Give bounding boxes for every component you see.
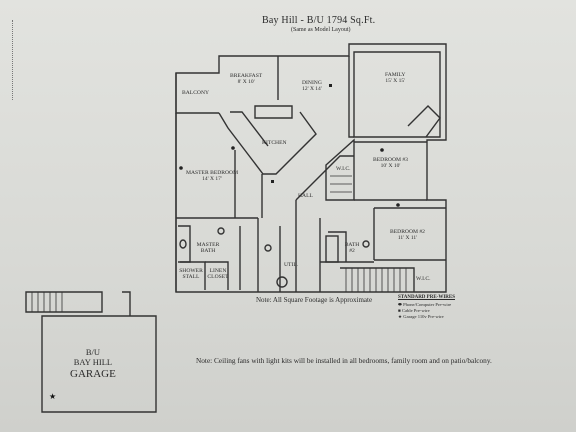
room-balcony: BALCONY — [182, 90, 210, 96]
star-icon: ★ — [398, 314, 403, 320]
room-dining-name: DINING — [302, 80, 322, 86]
room-util: UTIL. — [284, 262, 299, 268]
room-bedroom-2-dim: 11' X 11' — [397, 235, 418, 242]
room-linen-closet: LINEN CLOSET — [207, 268, 229, 281]
room-family: FAMILY 15' X 15' — [385, 72, 405, 85]
garage-line-1: B/U — [85, 347, 100, 357]
room-wic-right: W.I.C. — [416, 276, 431, 282]
room-bedroom-3: BEDROOM #3 10' X 10' — [373, 157, 408, 170]
legend-item-label: Garage 110v Pre-wire — [403, 314, 444, 320]
square-icon: ■ — [398, 307, 401, 313]
room-master-bath: MASTER BATH — [196, 242, 220, 255]
ceiling-fans-note: Note: Ceiling fans with light kits will … — [196, 356, 492, 365]
garage-line-2: BAY HILL — [73, 356, 113, 367]
legend-item: ★ Garage 110v Pre-wire — [398, 314, 455, 320]
room-dining-dim: 12' X 14' — [302, 86, 322, 93]
plan-subtitle: (Same as Model Layout) — [291, 27, 351, 33]
room-bedroom-2-name: BEDROOM #2 — [390, 229, 425, 235]
outer-walls — [175, 43, 447, 293]
legend-item-label: Cable Pre-wire — [401, 307, 430, 313]
svg-text:★: ★ — [49, 392, 56, 401]
garage-line-3: GARAGE — [70, 367, 116, 380]
garage-drawing — [25, 291, 157, 413]
room-breakfast-dim: 8' X 10' — [237, 79, 255, 86]
garage-label: B/U BAY HILL GARAGE — [70, 347, 116, 380]
room-dining: DINING 12' X 14' — [302, 80, 322, 93]
legend-item: ■ Cable Pre-wire — [398, 308, 455, 314]
square-footage-note: Note: All Square Footage is Approximate — [256, 296, 373, 304]
room-master-bedroom: MASTER BEDROOM 14' X 17' — [186, 170, 238, 183]
room-wic-top: W.I.C. — [336, 166, 351, 172]
stair-treads — [330, 175, 407, 292]
room-family-name: FAMILY — [385, 72, 406, 78]
scan-edge-mark — [12, 20, 17, 100]
room-bedroom-3-dim: 10' X 10' — [380, 163, 401, 170]
room-bath-2: BATH #2 — [344, 242, 360, 255]
room-master-bedroom-name: MASTER BEDROOM — [186, 170, 239, 176]
prewire-legend: STANDARD PRE-WIRES ⬬ Phone/Computer Pre-… — [398, 295, 455, 320]
room-shower-stall: SHOWER STALL — [179, 268, 203, 281]
room-family-dim: 15' X 15' — [385, 78, 406, 85]
legend-heading: STANDARD PRE-WIRES — [398, 295, 455, 300]
room-kitchen: KITCHEN — [262, 140, 287, 146]
legend-item-label: Phone/Computer Pre-wire — [403, 301, 452, 307]
room-bedroom-3-name: BEDROOM #3 — [373, 157, 408, 163]
room-master-bedroom-dim: 14' X 17' — [202, 176, 222, 183]
room-breakfast: BREAKFAST 8' X 10' — [230, 73, 262, 86]
room-hall: HALL — [298, 193, 313, 199]
plan-title: Bay Hill - B/U 1794 Sq.Ft. — [262, 15, 376, 26]
legend-item: ⬬ Phone/Computer Pre-wire — [398, 302, 455, 308]
room-bedroom-2: BEDROOM #2 11' X 11' — [390, 229, 425, 242]
oval-icon: ⬬ — [398, 301, 402, 307]
room-breakfast-name: BREAKFAST — [230, 73, 263, 79]
